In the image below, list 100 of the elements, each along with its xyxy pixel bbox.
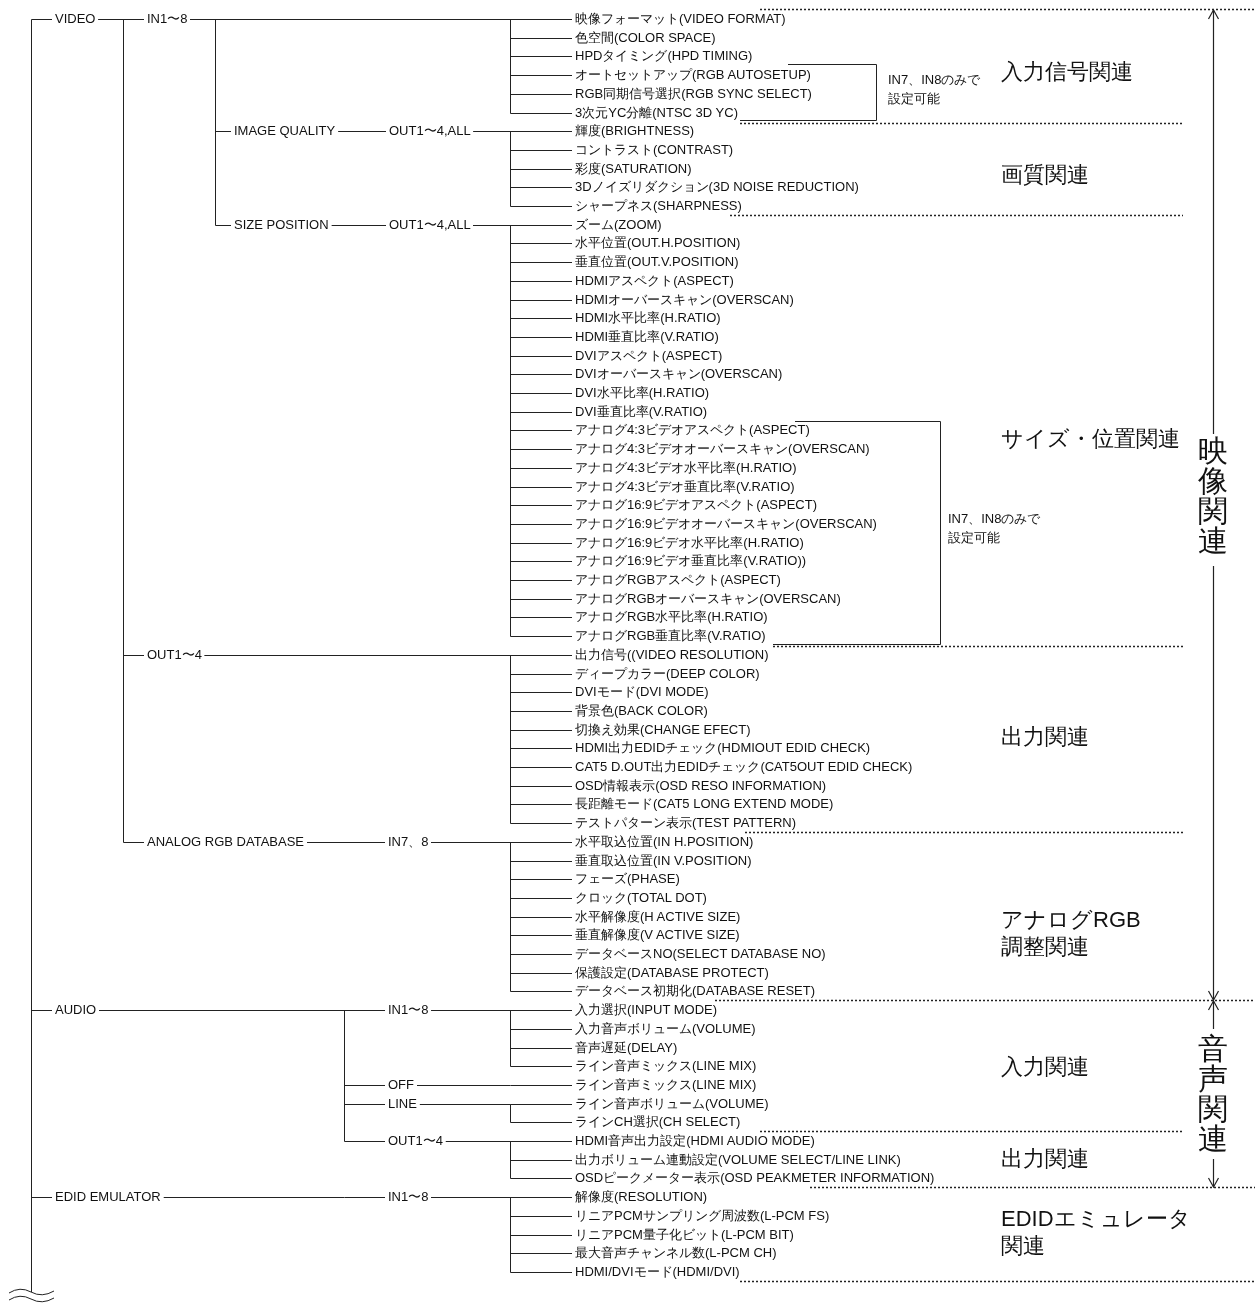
setting-label: データベースNO(SELECT DATABASE NO)	[572, 945, 829, 963]
menu-label: IN1〜8	[144, 10, 191, 28]
section-label: EDIDエミュレータ関連	[1001, 1205, 1192, 1259]
menu-label: SIZE POSITION	[231, 216, 332, 234]
setting-label: アナログ16:9ビデオ垂直比率(V.RATIO))	[572, 552, 810, 570]
setting-label: HDMI/DVIモード(HDMI/DVI)	[572, 1263, 743, 1281]
tree-line	[163, 1197, 386, 1198]
tree-line	[337, 131, 387, 132]
setting-label: 音声遅延(DELAY)	[572, 1039, 681, 1057]
setting-label: データベース初期化(DATABASE RESET)	[572, 982, 819, 1000]
setting-label: CAT5 D.OUT出力EDIDチェック(CAT5OUT EDID CHECK)	[572, 758, 916, 776]
section-label: 出力関連	[1001, 1145, 1089, 1172]
note-text: IN7、IN8のみで設定可能	[948, 510, 1042, 547]
setting-label: DVI水平比率(H.RATIO)	[572, 384, 713, 402]
setting-label: アナログ16:9ビデオ水平比率(H.RATIO)	[572, 534, 807, 552]
setting-label: テストパターン表示(TEST PATTERN)	[572, 814, 799, 832]
tree-line	[31, 1197, 53, 1293]
tree-line	[189, 19, 232, 226]
setting-label: OSDピークメーター表示(OSD PEAKMETER INFORMATION)	[572, 1169, 938, 1187]
note-text: IN7、IN8のみで設定可能	[888, 71, 982, 108]
tree-line	[430, 1010, 573, 1067]
setting-label: アナログ4:3ビデオ水平比率(H.RATIO)	[572, 459, 800, 477]
setting-label: アナログRGB垂直比率(V.RATIO)	[572, 627, 769, 645]
setting-label: ライン音声ミックス(LINE MIX)	[572, 1076, 760, 1094]
setting-label: ズーム(ZOOM)	[572, 216, 665, 234]
menu-label: OFF	[385, 1076, 417, 1094]
section-label: 映像関連	[1198, 436, 1228, 556]
setting-label: フェーズ(PHASE)	[572, 870, 683, 888]
setting-label: コントラスト(CONTRAST)	[572, 141, 737, 159]
setting-label: 出力信号((VIDEO RESOLUTION)	[572, 646, 772, 664]
setting-label: アナログ4:3ビデオ垂直比率(V.RATIO)	[572, 478, 798, 496]
section-label: 入力関連	[1001, 1053, 1089, 1080]
setting-label: アナログRGBアスペクト(ASPECT)	[572, 571, 784, 589]
setting-label: HDMI出力EDIDチェック(HDMIOUT EDID CHECK)	[572, 739, 874, 757]
setting-label: 3Dノイズリダクション(3D NOISE REDUCTION)	[572, 178, 862, 196]
setting-label: シャープネス(SHARPNESS)	[572, 197, 745, 215]
setting-label: アナログ4:3ビデオオーバースキャン(OVERSCAN)	[572, 440, 873, 458]
setting-label: HDMI音声出力設定(HDMI AUDIO MODE)	[572, 1132, 818, 1150]
setting-label: DVI垂直比率(V.RATIO)	[572, 403, 711, 421]
menu-label: IN1〜8	[385, 1188, 432, 1206]
setting-label: アナログ16:9ビデオアスペクト(ASPECT)	[572, 496, 820, 514]
setting-label: HDMI水平比率(H.RATIO)	[572, 309, 724, 327]
tree-line	[419, 1104, 573, 1123]
setting-label: HDMIオーバースキャン(OVERSCAN)	[572, 291, 797, 309]
section-label: 音声関連	[1198, 1034, 1228, 1154]
setting-label: 切換え効果(CHANGE EFECT)	[572, 721, 754, 739]
menu-label: VIDEO	[52, 10, 99, 28]
tree-line	[473, 131, 573, 207]
setting-label: HDMIアスペクト(ASPECT)	[572, 272, 737, 290]
menu-label: AUDIO	[52, 1001, 100, 1019]
setting-label: ライン音声ミックス(LINE MIX)	[572, 1057, 760, 1075]
tree-line	[331, 225, 387, 226]
setting-label: 垂直位置(OUT.V.POSITION)	[572, 253, 742, 271]
setting-label: ラインCH選択(CH SELECT)	[572, 1113, 744, 1131]
setting-label: リニアPCM量子化ビット(L-PCM BIT)	[572, 1226, 797, 1244]
setting-label: アナログRGBオーバースキャン(OVERSCAN)	[572, 590, 844, 608]
section-label: アナログRGB調整関連	[1001, 906, 1142, 960]
menu-label: OUT1〜4	[144, 646, 205, 664]
setting-label: 映像フォーマット(VIDEO FORMAT)	[572, 10, 789, 28]
menu-label: IN7、8	[385, 833, 432, 851]
setting-label: 解像度(RESOLUTION)	[572, 1188, 711, 1206]
setting-label: 色空間(COLOR SPACE)	[572, 29, 719, 47]
tree-line	[97, 19, 145, 843]
tree-line	[445, 1141, 573, 1179]
setting-label: 3次元YC分離(NTSC 3D YC)	[572, 104, 741, 122]
section-label: 入力信号関連	[1001, 58, 1133, 85]
tree-line	[416, 1085, 573, 1086]
menu-label: OUT1〜4,ALL	[386, 216, 474, 234]
tree-line	[98, 1010, 386, 1142]
menu-label: OUT1〜4	[385, 1132, 446, 1150]
setting-label: アナログRGB水平比率(H.RATIO)	[572, 608, 771, 626]
menu-label: LINE	[385, 1095, 420, 1113]
menu-label: EDID EMULATOR	[52, 1188, 164, 1206]
setting-label: 長距離モード(CAT5 LONG EXTEND MODE)	[572, 795, 837, 813]
setting-label: 保護設定(DATABASE PROTECT)	[572, 964, 772, 982]
setting-label: DVIモード(DVI MODE)	[572, 683, 712, 701]
setting-label: 水平取込位置(IN H.POSITION)	[572, 833, 757, 851]
tree-line	[430, 1197, 573, 1273]
menu-label: IMAGE QUALITY	[231, 122, 339, 140]
setting-label: 水平解像度(H ACTIVE SIZE)	[572, 908, 744, 926]
setting-label: HPDタイミング(HPD TIMING)	[572, 47, 756, 65]
setting-label: オートセットアップ(RGB AUTOSETUP)	[572, 66, 814, 84]
setting-label: 入力音声ボリューム(VOLUME)	[572, 1020, 759, 1038]
setting-label: リニアPCMサンプリング周波数(L-PCM FS)	[572, 1207, 833, 1225]
setting-label: DVIアスペクト(ASPECT)	[572, 347, 726, 365]
setting-label: ライン音声ボリューム(VOLUME)	[572, 1095, 772, 1113]
setting-label: 最大音声チャンネル数(L-PCM CH)	[572, 1244, 780, 1262]
setting-label: 彩度(SATURATION)	[572, 160, 695, 178]
setting-label: アナログ4:3ビデオアスペクト(ASPECT)	[572, 421, 813, 439]
setting-label: ディープカラー(DEEP COLOR)	[572, 665, 763, 683]
setting-label: 背景色(BACK COLOR)	[572, 702, 711, 720]
setting-label: HDMI垂直比率(V.RATIO)	[572, 328, 722, 346]
setting-label: RGB同期信号選択(RGB SYNC SELECT)	[572, 85, 815, 103]
setting-label: OSD情報表示(OSD RESO INFORMATION)	[572, 777, 830, 795]
setting-label: 垂直取込位置(IN V.POSITION)	[572, 852, 755, 870]
setting-label: 輝度(BRIGHTNESS)	[572, 122, 698, 140]
setting-label: 水平位置(OUT.H.POSITION)	[572, 234, 744, 252]
tree-line	[306, 842, 386, 843]
setting-label: クロック(TOTAL DOT)	[572, 889, 710, 907]
setting-label: DVIオーバースキャン(OVERSCAN)	[572, 365, 786, 383]
